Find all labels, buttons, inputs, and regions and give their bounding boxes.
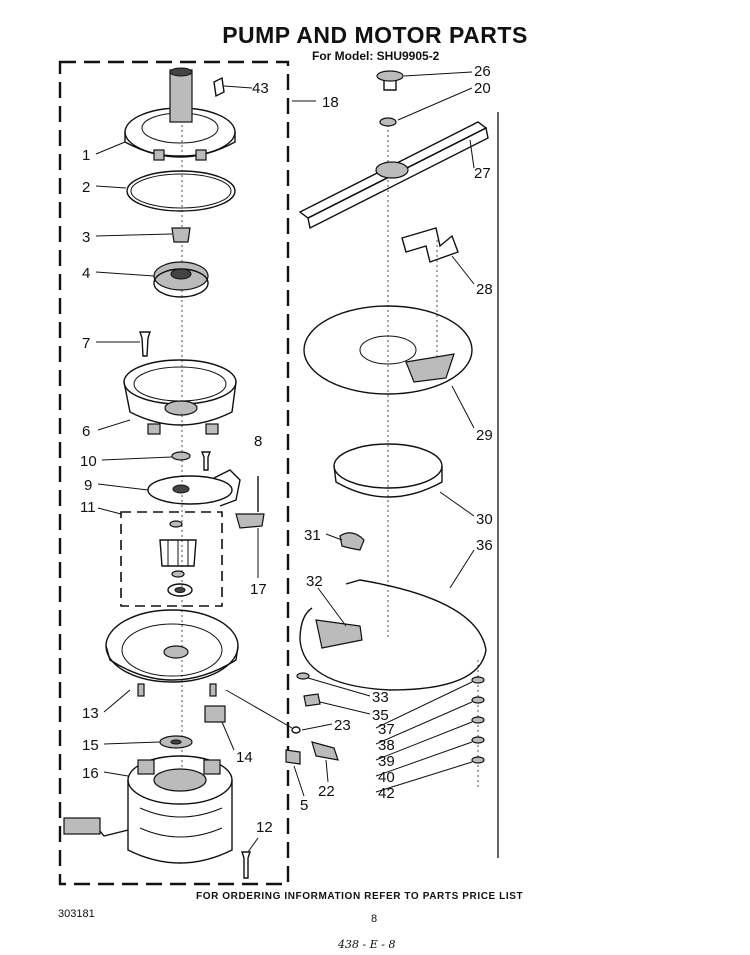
part-22-fitting [311,741,339,761]
callout-40: 40 [378,769,395,786]
part-36-heating-element [299,579,487,691]
callout-30: 30 [476,511,493,528]
part-17-sensor-probe [235,476,265,529]
callout-26: 26 [474,63,491,80]
part-31-clip [339,532,365,551]
part-32-bracket [315,619,363,649]
callout-9: 9 [84,477,92,494]
part-13-motor-mount [105,609,239,697]
part-30-ring [333,443,443,498]
callout-8: 8 [254,433,262,450]
part-26-cap [376,70,404,82]
part-14-block [204,705,226,723]
part-33-nut [296,672,310,680]
part-29-filter-disc [303,305,473,395]
subassembly-outline [120,511,223,607]
part-3-nut [171,227,191,243]
callout-28: 28 [476,281,493,298]
model-subtitle: For Model: SHU9905-2 [312,49,440,63]
callout-4: 4 [82,265,90,282]
part-43-clip [213,76,225,98]
part-38-washer [471,696,485,704]
callout-16: 16 [82,765,99,782]
callout-2: 2 [82,179,90,196]
handwritten-note: 438 - E - 8 [338,938,396,951]
part-10-washer [171,451,191,461]
part-37-nut [471,676,485,684]
leader-lines [95,71,475,853]
callout-22: 22 [318,783,335,800]
part-39-washer [471,716,485,724]
document-number: 303181 [58,908,95,920]
callout-27: 27 [474,165,491,182]
callout-6: 6 [82,423,90,440]
part-8-screw [200,451,212,471]
callout-31: 31 [304,527,321,544]
callout-14: 14 [236,749,253,766]
part-12-screw [241,851,251,879]
callout-39: 39 [378,753,395,770]
part-7-screw [139,331,151,357]
part-42-nut [471,756,485,764]
part-4-impeller [153,261,209,298]
part-35-bracket [303,693,321,707]
callout-38: 38 [378,737,395,754]
part-27-spray-arm [298,121,489,230]
part-20-washer [379,117,397,127]
callout-10: 10 [80,453,97,470]
page-number: 8 [371,913,378,925]
callout-43: 43 [252,80,269,97]
callout-15: 15 [82,737,99,754]
callout-23: 23 [334,717,351,734]
callout-1: 1 [82,147,90,164]
part-1-pump-cover [124,67,236,161]
callout-37: 37 [378,721,395,738]
ordering-footnote: FOR ORDERING INFORMATION REFER TO PARTS … [196,891,524,902]
callout-32: 32 [306,573,323,590]
part-28-bracket [401,227,459,263]
callout-18: 18 [322,94,339,111]
callout-11: 11 [80,499,96,516]
callout-17: 17 [250,581,267,598]
callout-42: 42 [378,785,395,802]
callout-3: 3 [82,229,90,246]
page-title: PUMP AND MOTOR PARTS [222,22,528,48]
part-16-motor [63,755,233,864]
callout-12: 12 [256,819,273,836]
pump-motor-assembly-outline [58,60,290,886]
part-2-gasket [126,170,236,212]
callout-36: 36 [476,537,493,554]
part-5-clip [285,749,301,765]
part-6-pump-housing [123,359,237,435]
part-9-mounting-plate [147,469,241,507]
callout-29: 29 [476,427,493,444]
callout-33: 33 [372,689,389,706]
callout-20: 20 [474,80,491,97]
part-11-seal-assembly [159,520,197,597]
part-23-o-ring [291,726,301,734]
callout-7: 7 [82,335,90,352]
callout-5: 5 [300,797,308,814]
callout-13: 13 [82,705,99,722]
callout-35: 35 [372,707,389,724]
part-40-nut [471,736,485,744]
